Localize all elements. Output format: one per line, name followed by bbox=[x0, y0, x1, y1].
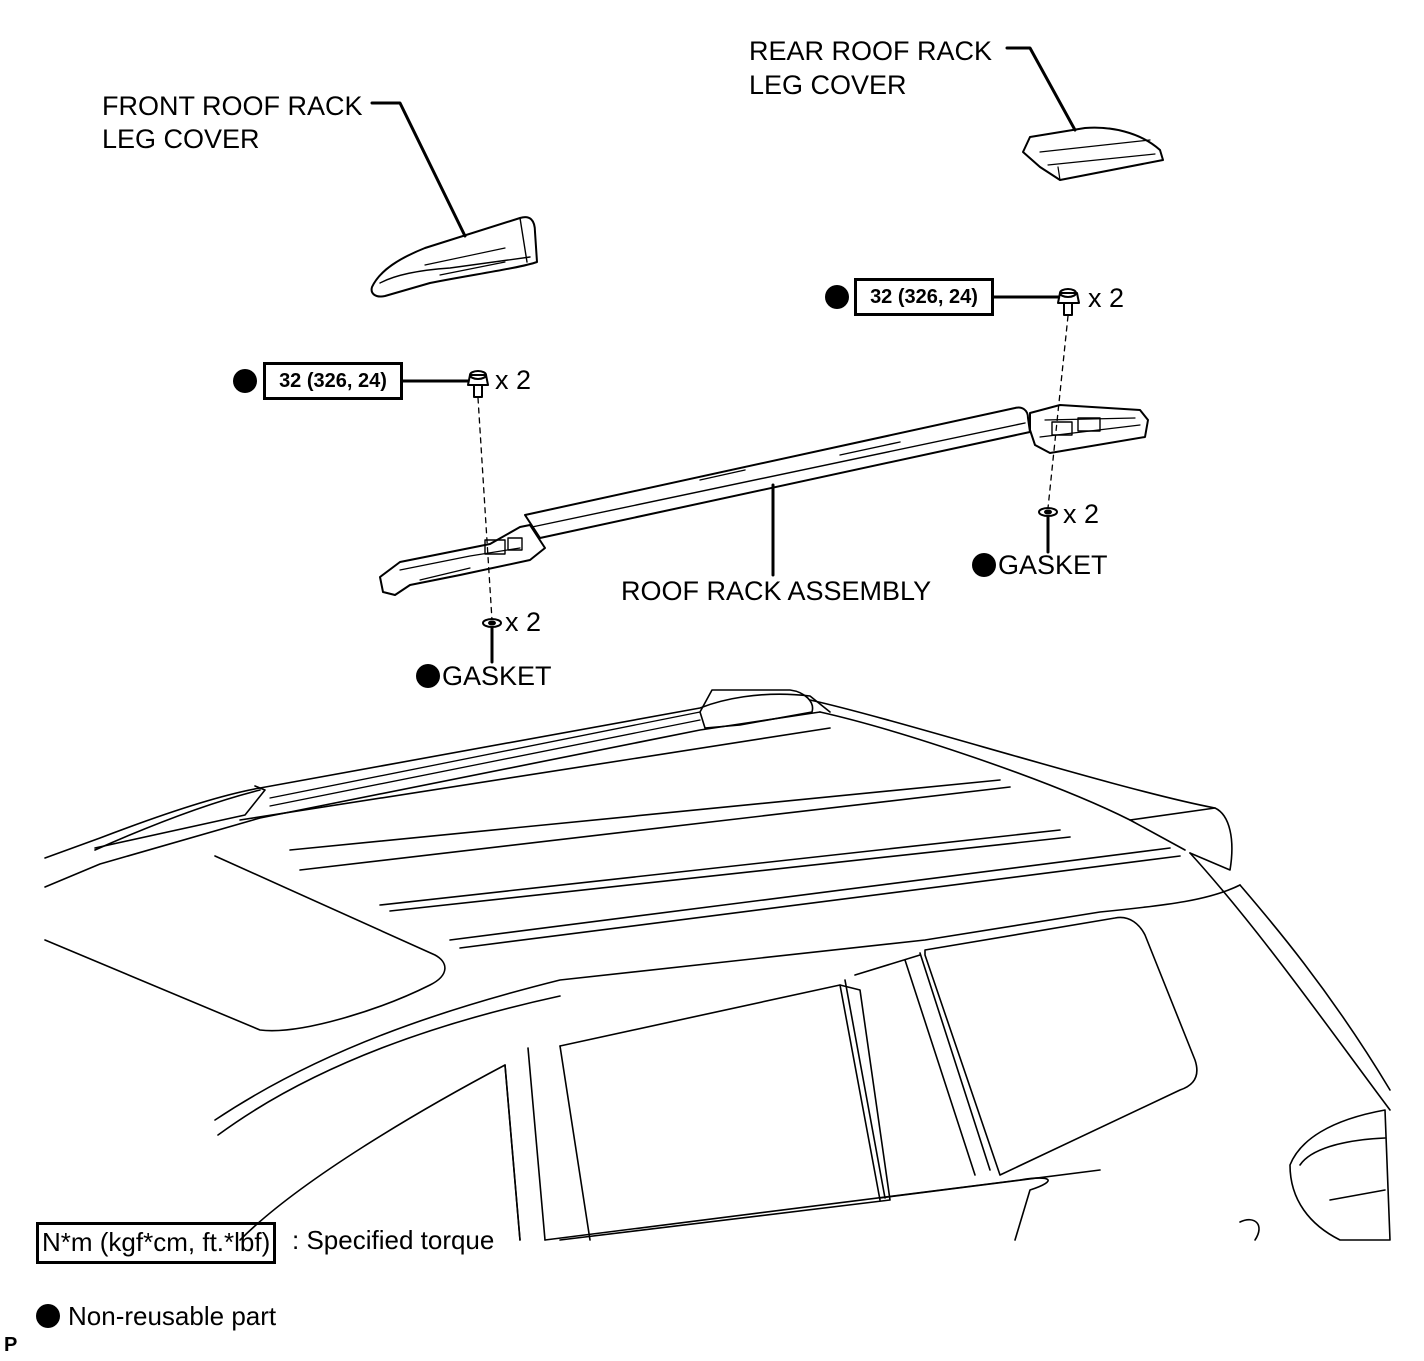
front-leg-cover bbox=[370, 216, 538, 298]
gasket-rear-icon bbox=[1038, 507, 1058, 517]
bolt-rear-icon bbox=[1057, 288, 1080, 316]
front-cover-label-line2: LEG COVER bbox=[102, 124, 260, 154]
qty-bolt-front: x 2 bbox=[495, 365, 532, 395]
legend-torque-units: N*m (kgf*cm, ft.*lbf) bbox=[36, 1222, 277, 1264]
non-reusable-dot-icon bbox=[825, 285, 849, 309]
non-reusable-dot-icon bbox=[36, 1304, 60, 1328]
torque-spec-rear: 32 (326, 24) bbox=[854, 278, 994, 316]
bolt-front-icon bbox=[467, 370, 489, 398]
leader-rear-cover bbox=[1005, 46, 1077, 132]
gasket-rear-label: GASKET bbox=[998, 550, 1108, 580]
leader-front-cover bbox=[370, 101, 467, 238]
qty-gasket-rear: x 2 bbox=[1063, 499, 1100, 529]
qty-gasket-front: x 2 bbox=[505, 607, 542, 637]
gasket-front-icon bbox=[482, 618, 502, 628]
qty-bolt-rear: x 2 bbox=[1088, 283, 1125, 313]
rear-leg-cover bbox=[1022, 126, 1164, 181]
non-reusable-dot-icon bbox=[416, 664, 440, 688]
roof-rack-label: ROOF RACK ASSEMBLY bbox=[621, 576, 932, 606]
legend-torque-desc: : Specified torque bbox=[292, 1225, 495, 1255]
corner-mark: P bbox=[4, 1334, 18, 1356]
legend-nonreusable-desc: Non-reusable part bbox=[68, 1301, 277, 1331]
non-reusable-dot-icon bbox=[972, 553, 996, 577]
roof-rack-assembly bbox=[379, 404, 1149, 596]
front-cover-label-line1: FRONT ROOF RACK bbox=[102, 91, 363, 121]
non-reusable-dot-icon bbox=[233, 369, 257, 393]
rear-cover-label-line2: LEG COVER bbox=[749, 70, 907, 100]
vehicle-body bbox=[44, 689, 1391, 1241]
torque-spec-front: 32 (326, 24) bbox=[263, 362, 403, 400]
gasket-front-label: GASKET bbox=[442, 661, 552, 691]
rear-cover-label-line1: REAR ROOF RACK bbox=[749, 36, 993, 66]
